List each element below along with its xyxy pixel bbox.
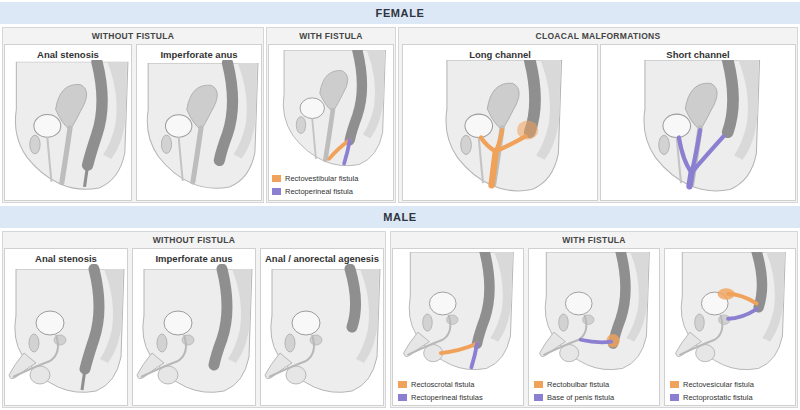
- panel-box: Anal stenosis: [4, 248, 128, 406]
- legend-item: Rectovestibular fistula: [272, 174, 358, 183]
- legend-swatch: [670, 394, 679, 401]
- legend-swatch: [398, 381, 407, 388]
- legend-label: Base of penis fistula: [547, 393, 614, 402]
- legend-item: Rectoprostatic fistula: [670, 393, 753, 402]
- panel-title: Long channel: [403, 45, 597, 60]
- group-heading: WITHOUT FISTULA: [3, 232, 385, 248]
- legend-swatch: [272, 175, 281, 182]
- legend-item: Rectoscrotal fistula: [398, 380, 474, 389]
- group-heading: WITHOUT FISTULA: [3, 28, 263, 44]
- section-band: MALE: [0, 206, 800, 228]
- legend-label: Rectoscrotal fistula: [411, 380, 474, 389]
- panel-box: Anal stenosis: [4, 44, 132, 201]
- panel-box: Imperforate anus: [136, 44, 262, 201]
- group-box: WITHOUT FISTULAAnal stenosis Imperforate …: [2, 231, 386, 408]
- panel-title: Short channel: [601, 45, 795, 60]
- group-box: WITHOUT FISTULAAnal stenosis Imperforate …: [2, 27, 264, 203]
- legend-label: Rectoperineal fistula: [285, 187, 353, 196]
- panel-title: Anal stenosis: [5, 249, 127, 264]
- group-box: CLOACAL MALFORMATIONSLong channel Short c…: [398, 27, 798, 203]
- panel-box: Anal / anorectal agenesis: [260, 248, 384, 406]
- legend-label: Rectovesicular fistula: [683, 380, 754, 389]
- legend-swatch: [398, 394, 407, 401]
- group-heading: WITH FISTULA: [391, 232, 797, 248]
- legend-item: Rectovesicular fistula: [670, 380, 754, 389]
- legend-label: Rectobulbar fistula: [547, 380, 609, 389]
- section-band: FEMALE: [0, 2, 800, 24]
- legend-item: Rectobulbar fistula: [534, 380, 609, 389]
- panel-title: Anal stenosis: [5, 45, 131, 60]
- legend-label: Rectovestibular fistula: [285, 174, 358, 183]
- section-title: FEMALE: [0, 2, 800, 24]
- panel-title: Imperforate anus: [137, 45, 261, 60]
- group-heading: CLOACAL MALFORMATIONS: [399, 28, 797, 44]
- legend-item: Rectoperineal fistulas: [398, 393, 483, 402]
- legend-swatch: [272, 188, 281, 195]
- legend-swatch: [670, 381, 679, 388]
- section-title: MALE: [0, 206, 800, 228]
- panel-title: Anal / anorectal agenesis: [261, 249, 383, 264]
- legend-label: Rectoperineal fistulas: [411, 393, 483, 402]
- legend-swatch: [534, 394, 543, 401]
- panel-box: Imperforate anus: [132, 248, 256, 406]
- legend-item: Base of penis fistula: [534, 393, 614, 402]
- panel-box: Long channel: [402, 44, 598, 201]
- legend-item: Rectoperineal fistula: [272, 187, 353, 196]
- legend-label: Rectoprostatic fistula: [683, 393, 753, 402]
- group-heading: WITH FISTULA: [267, 28, 395, 44]
- panel-box: Short channel: [600, 44, 796, 201]
- legend-swatch: [534, 381, 543, 388]
- panel-title: Imperforate anus: [133, 249, 255, 264]
